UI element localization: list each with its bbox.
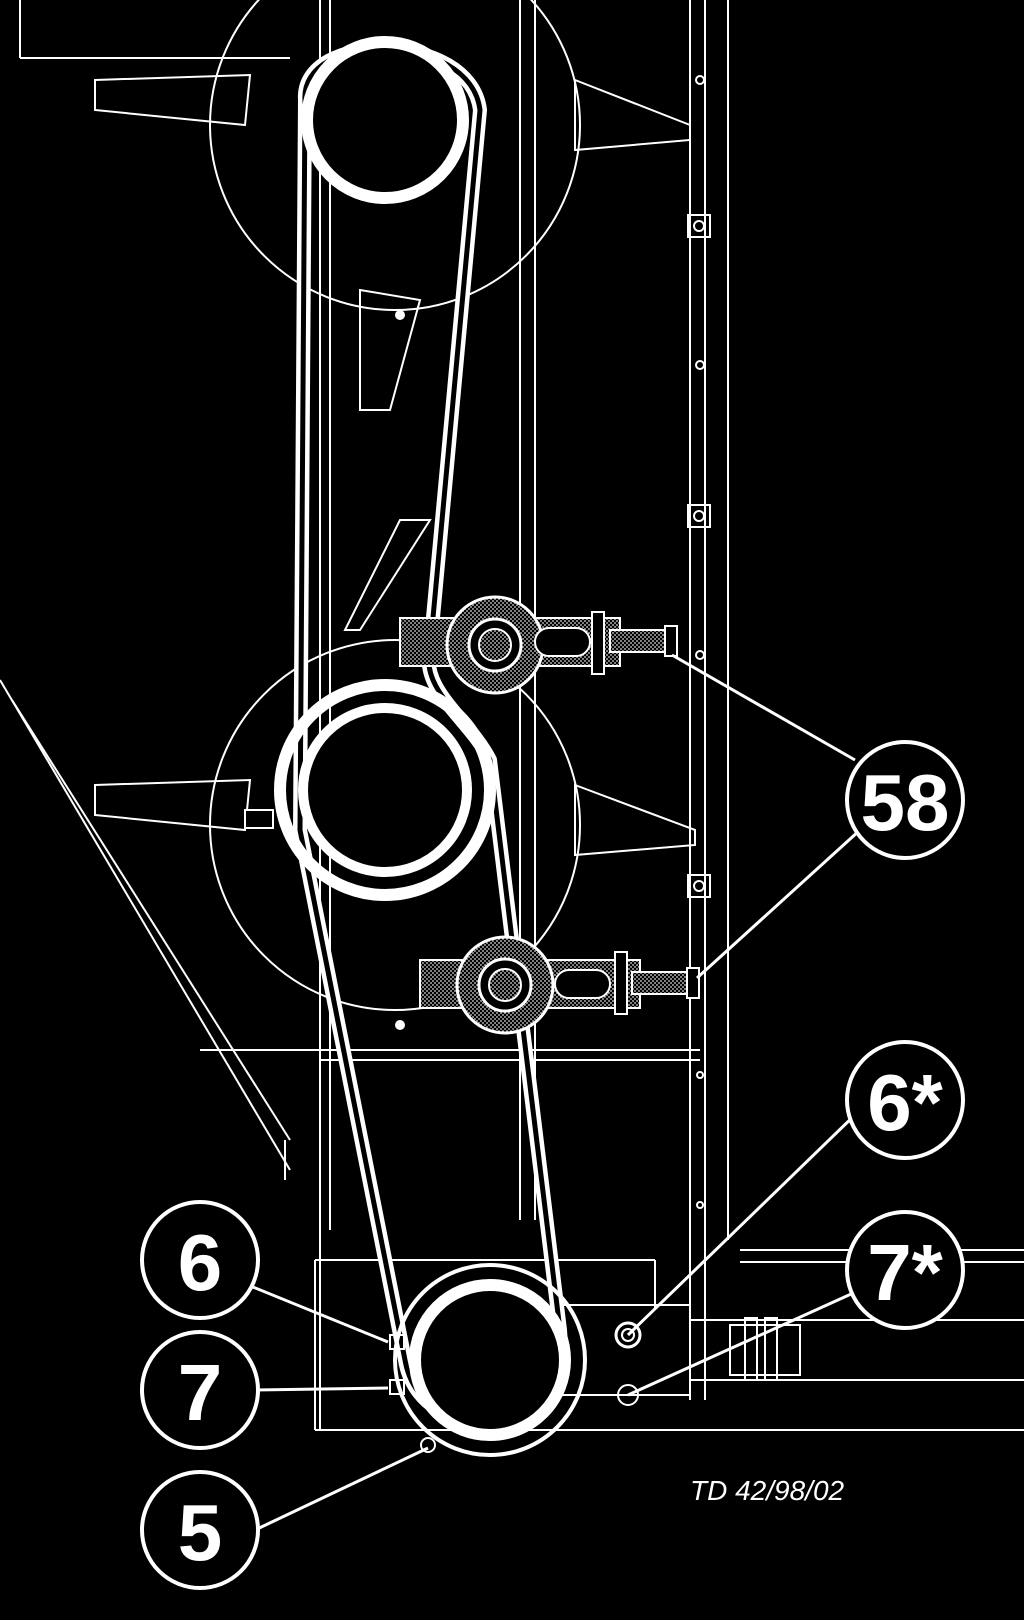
callout-7-star: 7*	[845, 1210, 965, 1330]
upper-pulley	[301, 36, 469, 204]
callout-7-label: 7	[178, 1348, 223, 1437]
callout-58-label: 58	[861, 758, 950, 847]
fan-blades	[94, 73, 696, 857]
drawing-reference: TD 42/98/02	[690, 1475, 845, 1506]
callout-6-label: 6	[178, 1218, 223, 1307]
leader-lines	[247, 653, 862, 1532]
upper-hub-disc	[209, 0, 581, 311]
frame-holes	[395, 75, 711, 1209]
lower-hub-disc	[209, 639, 581, 1011]
lower-tensioner	[419, 935, 700, 1035]
drive-pulley	[389, 1263, 801, 1457]
callout-7-star-label: 7*	[867, 1228, 943, 1317]
callout-6-star-label: 6*	[867, 1058, 943, 1147]
callout-6: 6	[140, 1200, 260, 1320]
callout-7: 7	[140, 1330, 260, 1450]
callout-6-star: 6*	[845, 1040, 965, 1160]
callout-58: 58	[845, 740, 965, 860]
callout-5: 5	[140, 1470, 260, 1590]
upper-tensioner	[399, 595, 678, 695]
middle-pulley	[244, 679, 496, 901]
callout-5-label: 5	[178, 1488, 223, 1577]
